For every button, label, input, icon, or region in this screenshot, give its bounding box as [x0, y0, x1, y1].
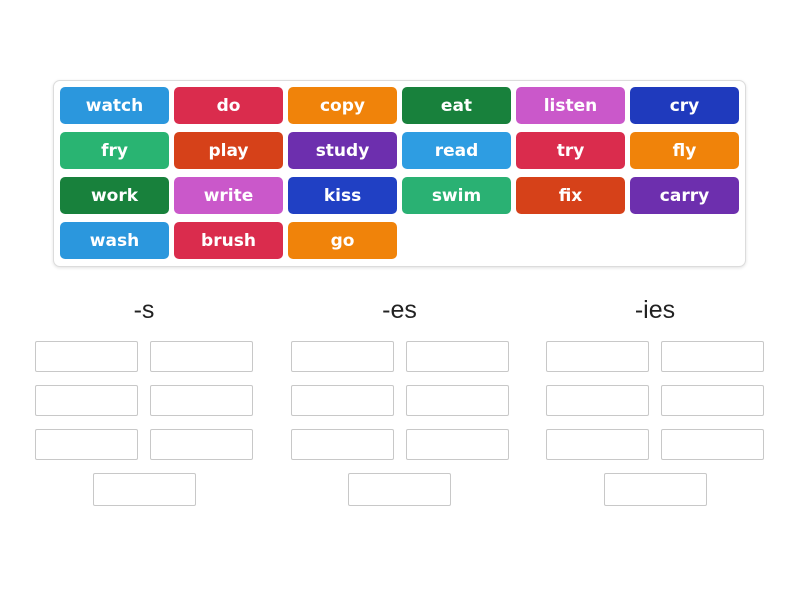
tile-write[interactable]: write: [174, 177, 283, 214]
category-title-ies: -ies: [634, 296, 676, 324]
tile-study[interactable]: study: [288, 132, 397, 169]
drop-slot[interactable]: [35, 429, 138, 460]
drop-slot[interactable]: [35, 385, 138, 416]
category-title-s: -s: [133, 296, 155, 324]
drop-slot[interactable]: [92, 473, 196, 506]
tile-carry[interactable]: carry: [630, 177, 739, 214]
tile-brush[interactable]: brush: [174, 222, 283, 259]
drop-slot[interactable]: [661, 341, 764, 372]
drop-slot[interactable]: [290, 385, 394, 416]
drop-slot[interactable]: [150, 429, 253, 460]
drop-slot[interactable]: [661, 385, 764, 416]
word-bank-tiles: watch do copy eat listen cry fry play st…: [60, 87, 739, 259]
tile-do[interactable]: do: [174, 87, 283, 124]
tile-fix[interactable]: fix: [516, 177, 625, 214]
slots-es: [290, 341, 509, 460]
category-group-ies: -ies: [546, 296, 764, 506]
drop-slot[interactable]: [290, 341, 394, 372]
drop-slot[interactable]: [290, 429, 394, 460]
tile-eat[interactable]: eat: [402, 87, 511, 124]
drop-slot[interactable]: [546, 341, 649, 372]
category-groups: -s -es -ies: [35, 296, 764, 506]
tile-wash[interactable]: wash: [60, 222, 169, 259]
category-title-es: -es: [382, 296, 417, 324]
drop-slot[interactable]: [150, 341, 253, 372]
tile-cry[interactable]: cry: [630, 87, 739, 124]
drop-slot[interactable]: [661, 429, 764, 460]
drop-slot[interactable]: [603, 473, 707, 506]
slots-ies: [546, 341, 764, 460]
tile-fly[interactable]: fly: [630, 132, 739, 169]
tile-fry[interactable]: fry: [60, 132, 169, 169]
category-group-es: -es: [290, 296, 509, 506]
tile-work[interactable]: work: [60, 177, 169, 214]
tile-read[interactable]: read: [402, 132, 511, 169]
drop-slot[interactable]: [546, 385, 649, 416]
tile-copy[interactable]: copy: [288, 87, 397, 124]
drop-slot[interactable]: [546, 429, 649, 460]
drop-slot[interactable]: [35, 341, 138, 372]
tile-kiss[interactable]: kiss: [288, 177, 397, 214]
word-bank: watch do copy eat listen cry fry play st…: [53, 80, 746, 267]
tile-try[interactable]: try: [516, 132, 625, 169]
drop-slot[interactable]: [348, 473, 451, 506]
tile-watch[interactable]: watch: [60, 87, 169, 124]
tile-listen[interactable]: listen: [516, 87, 625, 124]
tile-go[interactable]: go: [288, 222, 397, 259]
drop-slot[interactable]: [405, 341, 509, 372]
category-group-s: -s: [35, 296, 253, 506]
tile-swim[interactable]: swim: [402, 177, 511, 214]
drop-slot[interactable]: [150, 385, 253, 416]
drop-slot[interactable]: [405, 385, 509, 416]
slots-s: [35, 341, 253, 460]
tile-play[interactable]: play: [174, 132, 283, 169]
drop-slot[interactable]: [405, 429, 509, 460]
